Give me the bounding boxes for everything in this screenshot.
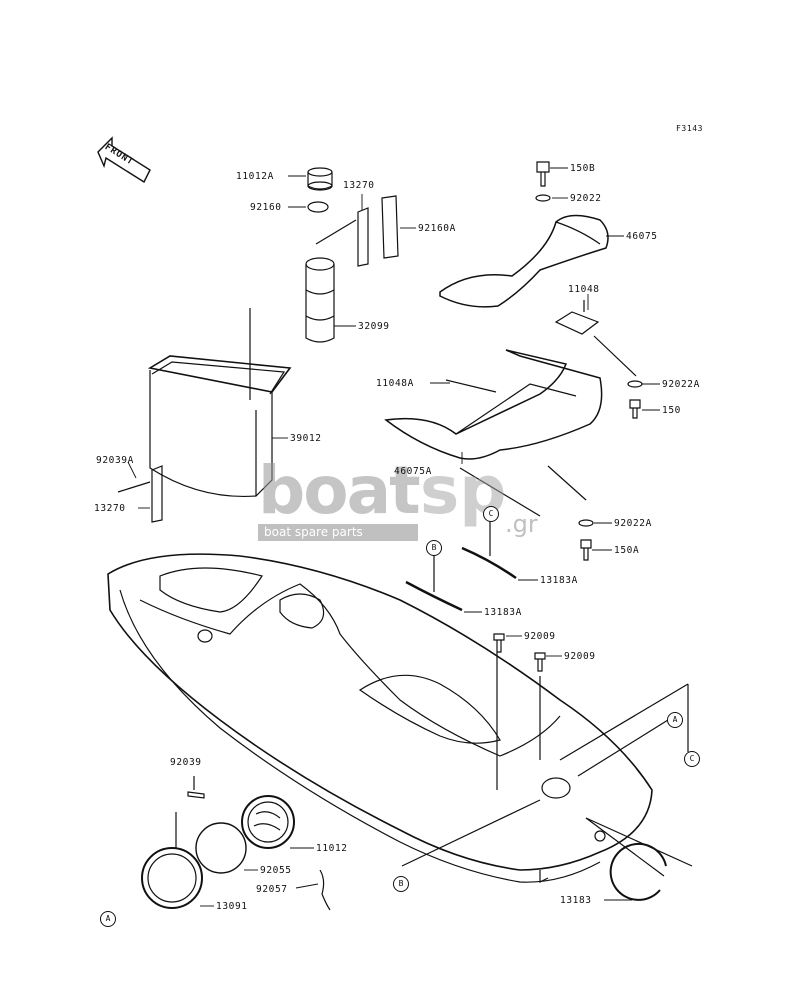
- bolt-150a: [547, 465, 594, 561]
- label-92009-b: 92009: [564, 651, 596, 662]
- label-13183a-lower: 13183A: [484, 607, 522, 618]
- ref-c-upper: C: [483, 506, 499, 522]
- ref-c-lower: C: [684, 751, 700, 767]
- label-92057: 92057: [256, 884, 288, 895]
- handle-base-46075a: [384, 349, 603, 517]
- ring-13091: [141, 812, 203, 909]
- screw-92039: [187, 776, 205, 799]
- label-92009-a: 92009: [524, 631, 556, 642]
- label-92039: 92039: [170, 757, 202, 768]
- label-150a: 150A: [614, 545, 640, 556]
- bracket-13270-lower: [117, 465, 163, 523]
- label-11012: 11012: [316, 843, 348, 854]
- label-92160a: 92160A: [418, 223, 456, 234]
- bolt-150b: [535, 161, 551, 202]
- strap-13183a-upper: [461, 520, 517, 580]
- gasket-92055: [195, 822, 247, 874]
- label-92022a-lower: 92022A: [614, 518, 652, 529]
- label-92160: 92160: [250, 202, 282, 213]
- diagram-code: F3143: [676, 124, 704, 133]
- front-arrow-icon: [97, 136, 151, 184]
- label-150: 150: [662, 405, 681, 416]
- label-13183a-upper: 13183A: [540, 575, 578, 586]
- label-92022: 92022: [570, 193, 602, 204]
- label-46075: 46075: [626, 231, 658, 242]
- bracket-11048: [554, 300, 600, 335]
- label-39012: 39012: [290, 433, 322, 444]
- watermark-tld: .gr: [505, 510, 538, 538]
- screw-92009-a: [493, 633, 505, 790]
- label-13091: 13091: [216, 901, 248, 912]
- watermark-boat: boat: [258, 452, 421, 529]
- tube-32099: [305, 219, 357, 343]
- pad-92160a: [381, 195, 399, 259]
- label-46075a: 46075A: [394, 466, 432, 477]
- label-13183: 13183: [560, 895, 592, 906]
- label-32099: 32099: [358, 321, 390, 332]
- ref-b-upper: B: [426, 540, 442, 556]
- hull: [107, 553, 653, 883]
- label-11048a: 11048A: [376, 378, 414, 389]
- label-11048: 11048: [568, 284, 600, 295]
- label-11012a: 11012A: [236, 171, 274, 182]
- strap-13183a-lower: [405, 554, 463, 612]
- label-13270-lower: 13270: [94, 503, 126, 514]
- ref-a-lower: A: [100, 911, 116, 927]
- bracket-13270-upper: [357, 207, 369, 267]
- ref-b-lower: B: [393, 876, 409, 892]
- label-leaders: [127, 167, 660, 907]
- label-13270-upper: 13270: [343, 180, 375, 191]
- cover-11012: [241, 795, 295, 849]
- label-150b: 150B: [570, 163, 596, 174]
- label-92055: 92055: [260, 865, 292, 876]
- handle-46075: [439, 214, 609, 308]
- cap-11012a: [307, 167, 333, 213]
- label-92039a: 92039A: [96, 455, 134, 466]
- strap-92057: [319, 869, 331, 911]
- watermark-tagline: boat spare parts: [258, 524, 418, 541]
- label-92022a-upper: 92022A: [662, 379, 700, 390]
- ring-13183: [609, 842, 667, 901]
- ref-a-upper: A: [667, 712, 683, 728]
- bin-39012: [147, 308, 292, 498]
- screw-92009-b: [534, 652, 546, 760]
